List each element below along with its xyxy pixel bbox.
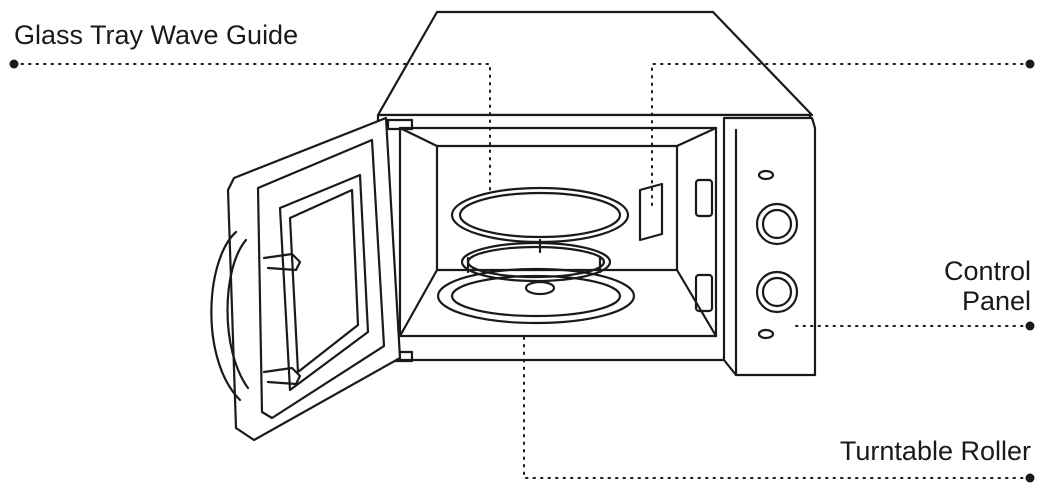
leader-dot-glass — [10, 60, 19, 69]
label-control-panel-line2: Panel — [944, 286, 1031, 316]
label-glass-tray-wave-guide: Glass Tray Wave Guide — [14, 20, 298, 50]
label-turntable-roller: Turntable Roller — [840, 436, 1031, 466]
leader-dot-control — [1026, 322, 1035, 331]
label-control-panel-line1: Control — [944, 256, 1031, 286]
leader-dot-turntable — [1026, 474, 1035, 483]
leader-dot-top-right — [1026, 60, 1035, 69]
label-control-panel: Control Panel — [944, 256, 1031, 316]
